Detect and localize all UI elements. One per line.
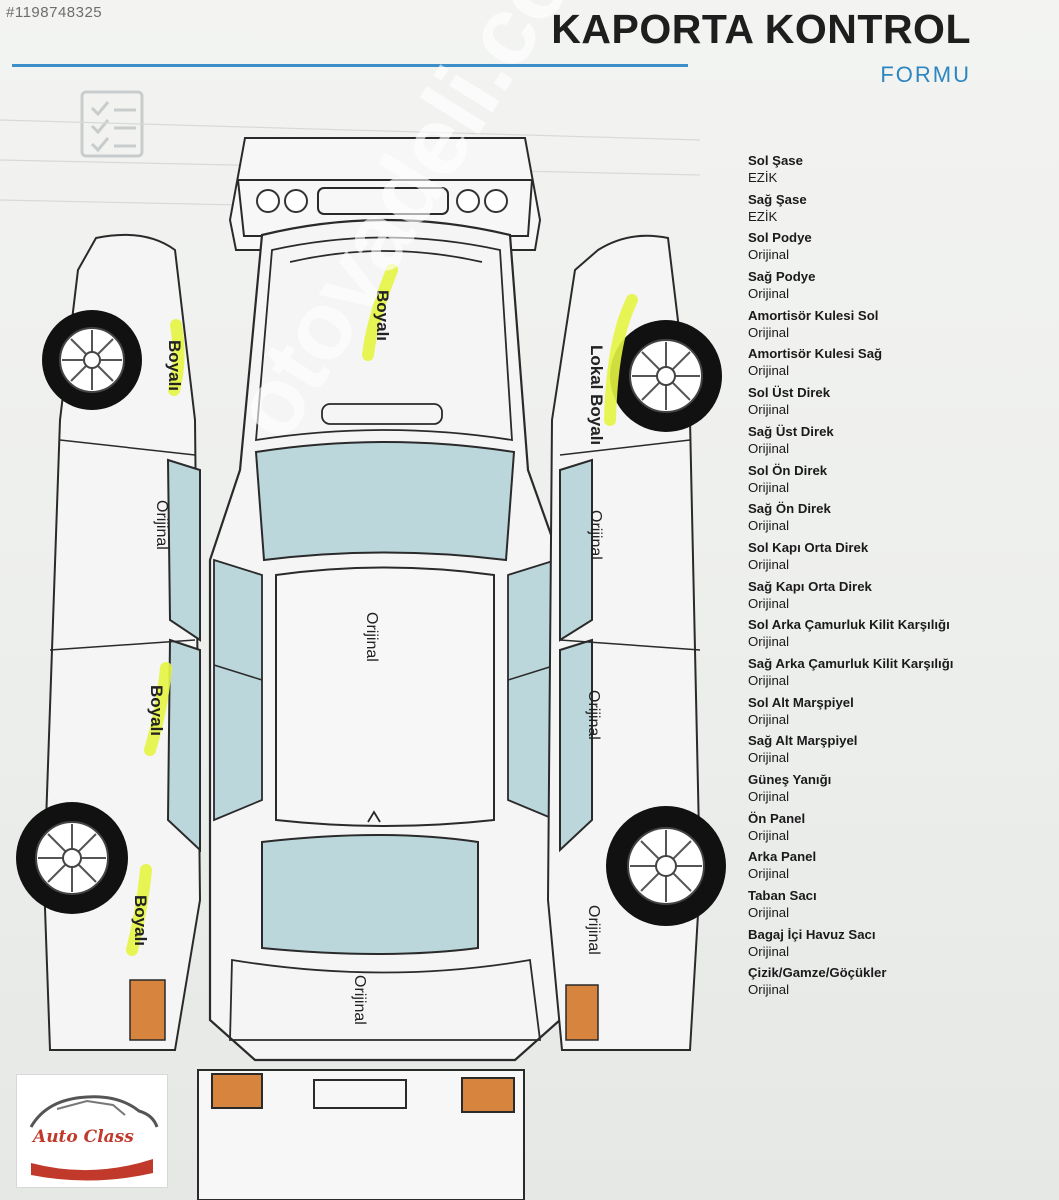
part-name: Sağ Arka Çamurluk Kilit Karşılığı (748, 655, 954, 671)
label-roof: Orijinal (363, 612, 380, 662)
part-status: Orijinal (748, 866, 790, 882)
part-name: Sağ Şase (748, 191, 807, 207)
part-status: Orijinal (748, 402, 790, 418)
part-name: Amortisör Kulesi Sağ (748, 346, 883, 362)
part-name: Sağ Podye (748, 269, 816, 285)
rear-window (261, 834, 479, 955)
label-left-front-fender: Boyalı (165, 340, 184, 392)
part-name: Sol Şase (748, 153, 803, 168)
header-rule (12, 64, 688, 67)
part-status: Orijinal (748, 286, 790, 302)
part-name: Sol Alt Marşpiyel (748, 694, 854, 710)
part-name: Sol Üst Direk (748, 385, 831, 401)
right-rear-wheel (606, 806, 726, 926)
part-status: Orijinal (748, 595, 790, 611)
label-right-rear-fender: Orijinal (585, 905, 602, 955)
part-status: Orijinal (748, 479, 790, 495)
label-hood: Boyalı (373, 290, 392, 342)
part-name: Amortisör Kulesi Sol (748, 307, 879, 323)
car-silhouette-icon (29, 1095, 159, 1181)
listing-id: #1198748325 (6, 4, 103, 21)
part-name: Çizik/Gamze/Göçükler (748, 965, 887, 981)
part-name: Arka Panel (748, 849, 817, 865)
part-name: Taban Sacı (748, 888, 817, 904)
part-name: Güneş Yanığı (748, 772, 832, 787)
part-name: Sol Kapı Orta Direk (748, 539, 869, 555)
label-left-rear-door: Boyalı (147, 685, 166, 737)
part-status: Orijinal (748, 827, 790, 843)
car-diagram (0, 90, 726, 1200)
label-left-front-door: Orijinal (153, 500, 170, 550)
part-status: Orijinal (748, 440, 790, 456)
part-status: EZİK (748, 208, 778, 224)
part-name: Sağ Üst Direk (748, 423, 834, 439)
part-status: Orijinal (748, 556, 790, 572)
part-name: Sol Podye (748, 230, 812, 246)
label-right-front-fender: Lokal Boyalı (587, 345, 606, 446)
part-name: Sağ Alt Marşpiyel (748, 733, 858, 749)
part-name: Sol Ön Direk (748, 462, 828, 478)
part-status: Orijinal (748, 711, 790, 727)
part-name: Ön Panel (748, 810, 806, 826)
part-status: EZİK (748, 170, 778, 185)
label-trunk: Orijinal (351, 975, 368, 1025)
part-status: Orijinal (748, 982, 790, 998)
part-status: Orijinal (748, 750, 790, 766)
label-left-rear-fender: Boyalı (131, 895, 150, 947)
windshield (254, 441, 516, 562)
logo-text: Auto Class (33, 1127, 134, 1147)
part-status: Orijinal (748, 518, 790, 534)
part-status: Orijinal (748, 634, 790, 650)
part-name: Sağ Ön Direk (748, 501, 831, 517)
auto-class-logo: Auto Class (16, 1074, 168, 1188)
part-status: Orijinal (748, 363, 790, 379)
part-name: Sol Arka Çamurluk Kilit Karşılığı (748, 617, 950, 633)
part-status: Orijinal (748, 789, 790, 804)
part-status: Orijinal (748, 905, 790, 921)
part-name: Bagaj İçi Havuz Sacı (748, 926, 876, 942)
part-status: Orijinal (748, 943, 790, 959)
part-status: Orijinal (748, 672, 790, 688)
right-front-wheel (610, 320, 722, 432)
form-subtitle: FORMU (880, 62, 971, 87)
left-front-wheel (42, 310, 142, 410)
part-status: Orijinal (748, 324, 790, 340)
label-right-front-door: Orijinal (587, 510, 604, 560)
left-rear-wheel (16, 802, 128, 914)
part-status: Orijinal (748, 247, 790, 263)
label-right-rear-door: Orijinal (585, 690, 602, 740)
form-title: KAPORTA KONTROL (551, 6, 971, 52)
part-name: Sağ Kapı Orta Direk (748, 578, 872, 594)
